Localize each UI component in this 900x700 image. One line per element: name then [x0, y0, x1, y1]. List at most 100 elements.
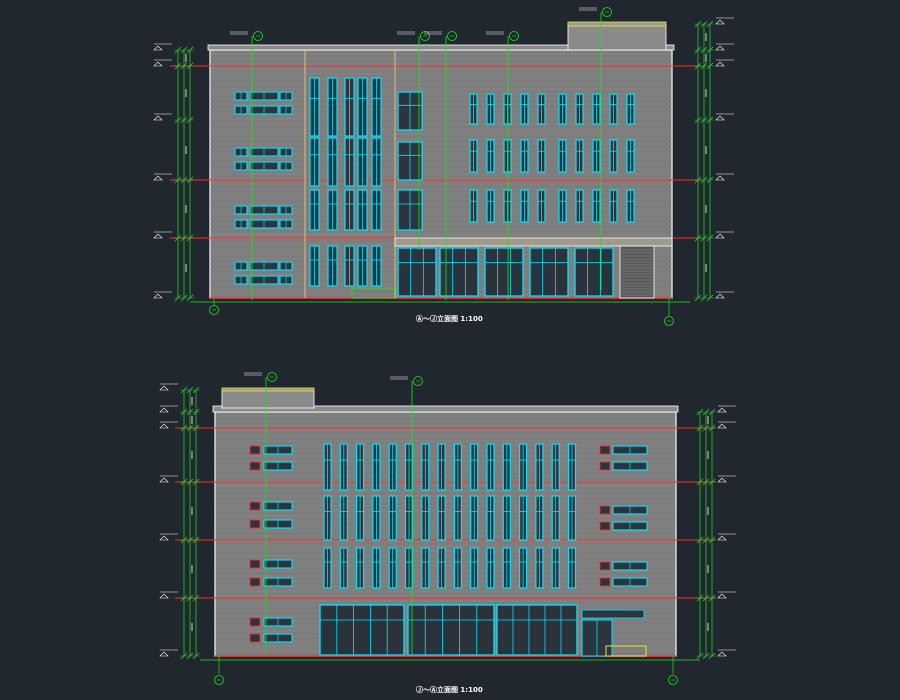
tall-window [518, 495, 528, 541]
wide-window [279, 261, 293, 271]
tall-window [486, 443, 495, 491]
tall-window [520, 93, 529, 125]
tall-window [486, 547, 495, 589]
wide-window [612, 521, 648, 531]
tall-window [626, 139, 635, 173]
entry-steps [605, 645, 647, 657]
tall-window [470, 495, 479, 541]
tall-window [421, 547, 430, 589]
triangle-level-marker-icon [715, 61, 725, 67]
tall-window [520, 139, 529, 173]
callout-leader [390, 376, 423, 654]
tall-window [609, 189, 618, 223]
triangle-level-marker-icon [159, 535, 169, 541]
tall-window [339, 443, 348, 491]
callout-leader [486, 31, 519, 300]
tall-window [339, 495, 348, 541]
tall-window [344, 77, 355, 137]
triangle-level-marker-icon [153, 61, 163, 67]
tall-window [397, 91, 423, 131]
curtain-frame [484, 247, 524, 297]
circle-grid-axis-icon [509, 31, 519, 41]
curtain-wall [397, 247, 437, 297]
window-frame-red [599, 445, 611, 455]
elevation-a-to-j-title: Ⓐ～Ⓙ立面图 1:100 [416, 315, 483, 323]
wide-window [279, 91, 293, 101]
wide-window [249, 105, 279, 115]
wide-window [263, 445, 293, 455]
wide-window [612, 561, 648, 571]
triangle-level-marker-icon [717, 423, 727, 429]
circle-grid-axis-icon [253, 31, 263, 41]
circle-grid-axis-icon [509, 31, 519, 41]
entry-transom [581, 609, 645, 619]
dimension-chain [696, 405, 736, 660]
tall-window [469, 189, 478, 223]
tall-window [502, 443, 511, 491]
tall-window [592, 139, 601, 173]
wide-window [263, 633, 293, 643]
callout-leader [579, 7, 612, 290]
tall-window [558, 93, 567, 125]
tall-window [388, 443, 397, 491]
tall-window [575, 93, 584, 125]
triangle-level-marker-icon [159, 593, 169, 599]
elevation-a-to-j [153, 7, 734, 326]
circle-grid-axis-icon [253, 31, 263, 41]
circle-grid-axis-icon [447, 31, 457, 41]
tall-window [453, 495, 462, 541]
window-frame-red [249, 559, 261, 569]
tall-window [453, 547, 462, 589]
circle-grid-axis-icon [420, 31, 430, 41]
tall-window [357, 137, 368, 187]
tall-window [502, 547, 511, 589]
wide-window [612, 577, 648, 587]
triangle-level-marker-icon [153, 45, 163, 51]
callout-leader [244, 372, 277, 654]
wide-window [263, 577, 293, 587]
tall-window [537, 93, 546, 125]
wide-window [234, 91, 248, 101]
elevation-j-to-a-title: Ⓙ～Ⓐ立面图 1:100 [416, 686, 483, 694]
circle-grid-axis-icon [413, 376, 423, 386]
tall-window [626, 189, 635, 223]
wide-window [249, 261, 279, 271]
wide-window [249, 275, 279, 285]
tall-window [356, 443, 365, 491]
tall-window [388, 495, 397, 541]
tall-window [344, 137, 355, 187]
tall-window [575, 139, 584, 173]
wide-window [263, 461, 293, 471]
tall-window [437, 547, 446, 589]
tall-window [470, 547, 479, 589]
callout-leader [397, 31, 430, 250]
roller-door [619, 245, 655, 299]
wide-window [234, 205, 248, 215]
tall-window [551, 495, 560, 541]
window-frame-red [249, 633, 261, 643]
tall-window [404, 547, 414, 589]
circle-grid-axis-icon [413, 376, 423, 386]
circle-grid-axis-icon [447, 31, 457, 41]
window-frame-red [599, 521, 611, 531]
curtain-frame [319, 604, 405, 656]
tower-cap [567, 21, 667, 27]
triangle-level-marker-icon [715, 45, 725, 51]
triangle-level-marker-icon [715, 175, 725, 181]
tall-window [371, 137, 382, 187]
wide-window [249, 147, 279, 157]
wide-window [279, 147, 293, 157]
triangle-level-marker-icon [717, 535, 727, 541]
curtain-wall [496, 604, 578, 656]
tall-window [575, 189, 584, 223]
triangle-level-marker-icon [715, 115, 725, 121]
tall-window [503, 189, 512, 223]
tall-window [551, 443, 560, 491]
circle-grid-axis-icon [267, 372, 277, 382]
tall-window [404, 495, 414, 541]
roof-stair-tower [221, 389, 315, 409]
window-frame-red [249, 519, 261, 529]
wide-window [279, 105, 293, 115]
circle-grid-axis-icon [214, 675, 224, 685]
